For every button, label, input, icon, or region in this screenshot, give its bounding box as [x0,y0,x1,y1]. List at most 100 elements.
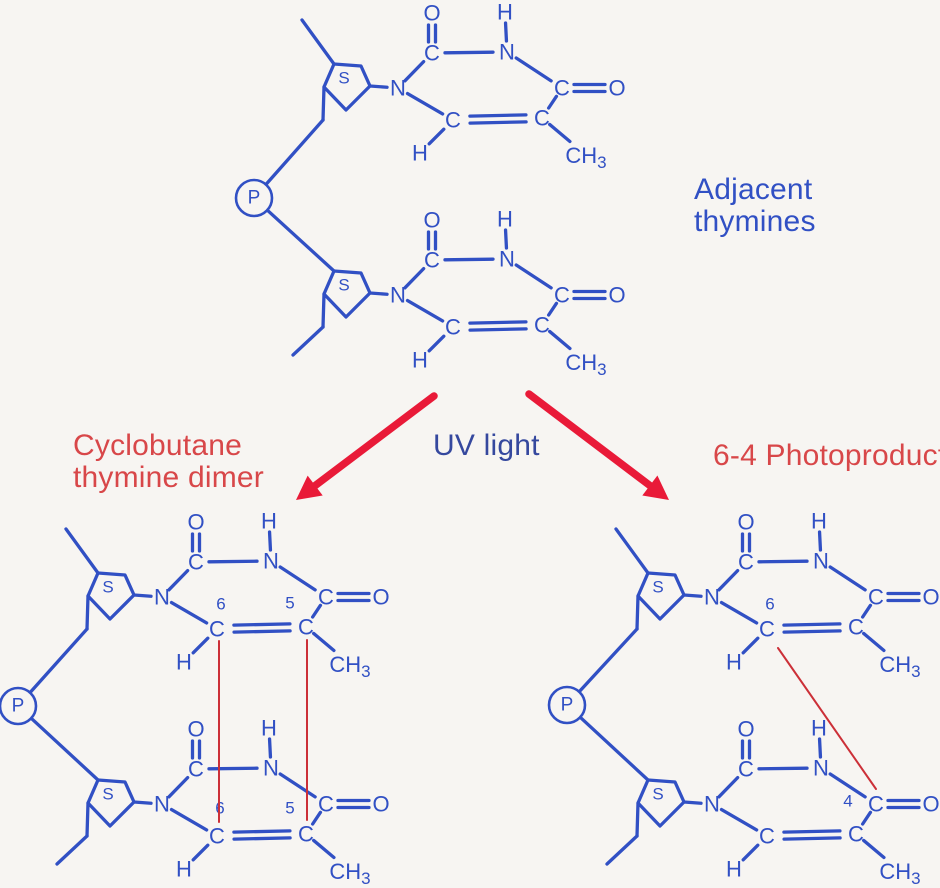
bond-N3-C4 [278,565,317,592]
backbone-end [55,834,89,866]
sugar-ring [86,778,136,828]
bond-C5-C6 [232,829,292,834]
phosphate-label: P [12,696,25,717]
sugar-n-bond [132,593,153,598]
bond-C2-N3 [207,766,259,771]
atom-H3: H [497,207,513,232]
sugar-label: S [338,276,349,295]
bond-C2-N3 [757,559,809,564]
bond-C6-N1 [719,600,759,625]
bond-C5-C6 [468,320,528,325]
adjacent-thymines-line2: thymines [694,205,816,238]
sugar-ring [322,269,372,319]
bond-C4-C5 [861,603,873,619]
bond-C5-C6 [782,622,842,627]
phosphate-label: P [561,695,574,716]
bond-C5-C6 [232,629,292,634]
bond-C5-Me [312,838,336,860]
bond-C6-H6 [427,334,446,353]
bond-N1-C2 [167,568,190,592]
bond-C5-C6 [232,622,292,627]
atom-C2: C [424,248,440,273]
atom-N3: N [263,756,279,781]
phosphate-to-sugar-bond [266,209,336,273]
bond-C2-N3 [757,766,809,771]
bond-C6-H6 [191,843,210,862]
atom-O4: O [922,792,939,817]
atom-N3: N [499,247,515,272]
sugar-to-phosphate-bond [264,118,325,186]
bond-N3-H3 [267,737,273,759]
bond-C5-C6 [782,836,842,841]
bond-C2-N3 [443,257,495,262]
atom-O2: O [187,510,204,535]
bond-C5-C6 [468,327,528,332]
bond-C6-H6 [741,636,760,655]
atom-C5: C [534,313,550,338]
atom-N1: N [704,792,720,817]
atom-O4: O [608,283,625,308]
atom-C4: C [554,283,570,308]
sugar-n-bond [368,291,389,296]
atom-C5: C [848,615,864,640]
atom-O4: O [372,792,389,817]
atom-C6: C [445,108,461,133]
bond-N3-C4 [828,772,867,799]
phosphate-circle [234,178,274,218]
atom-C2: C [424,41,440,66]
sugar-to-phosphate-bond [29,627,89,694]
bond-N3-H3 [817,737,823,759]
adjacent-thymines-label: Adjacent thymines [694,174,816,238]
bond-N3-H3 [267,530,273,552]
arrow-head [296,475,323,500]
atom-C2: C [738,757,754,782]
bond-C5-Me [548,122,572,144]
arrow-shaft [525,390,661,495]
bond-C5-C6 [232,836,292,841]
atom-N1: N [704,585,720,610]
atom-C4: C [554,76,570,101]
atom-O2: O [187,717,204,742]
bond-N3-C4 [514,56,553,83]
bond-C4-C5 [547,301,559,317]
bond-C6-H6 [427,127,446,146]
sugar-label: S [652,578,663,597]
atom-C6: C [759,824,775,849]
atom-Me: CH3 [565,350,606,379]
atom-H3: H [497,0,513,25]
bond-C4-C5 [311,603,323,619]
sugar-label: S [652,785,663,804]
atom-C5: C [534,106,550,131]
bond-C6-N1 [169,600,209,625]
backbone-stub [300,18,336,66]
backbone-tail [85,801,90,838]
bond-C5-Me [548,329,572,351]
ring-position-6: 6 [216,595,225,614]
bond-N1-C2 [403,266,426,290]
backbone-tail [321,85,326,122]
bond-C6-N1 [405,298,445,323]
atom-O4: O [922,585,939,610]
backbone-end [605,834,639,866]
bond-N3-H3 [817,530,823,552]
uv-light-label: UV light [433,429,540,462]
atom-C4: C [868,792,884,817]
backbone-tail [85,594,90,631]
sugar-ring [636,571,686,621]
backbone-tail [321,292,326,329]
atom-O2: O [737,717,754,742]
photoproduct-crosslink-bond [777,647,877,790]
atom-H3: H [261,509,277,534]
atom-Me: CH3 [329,859,370,888]
sugar-n-bond [682,593,703,598]
bond-C6-H6 [191,636,210,655]
backbone-end [291,325,325,357]
bond-C6-N1 [405,91,445,116]
phosphate-circle [0,686,38,726]
atom-C4: C [318,792,334,817]
atom-C2: C [188,550,204,575]
